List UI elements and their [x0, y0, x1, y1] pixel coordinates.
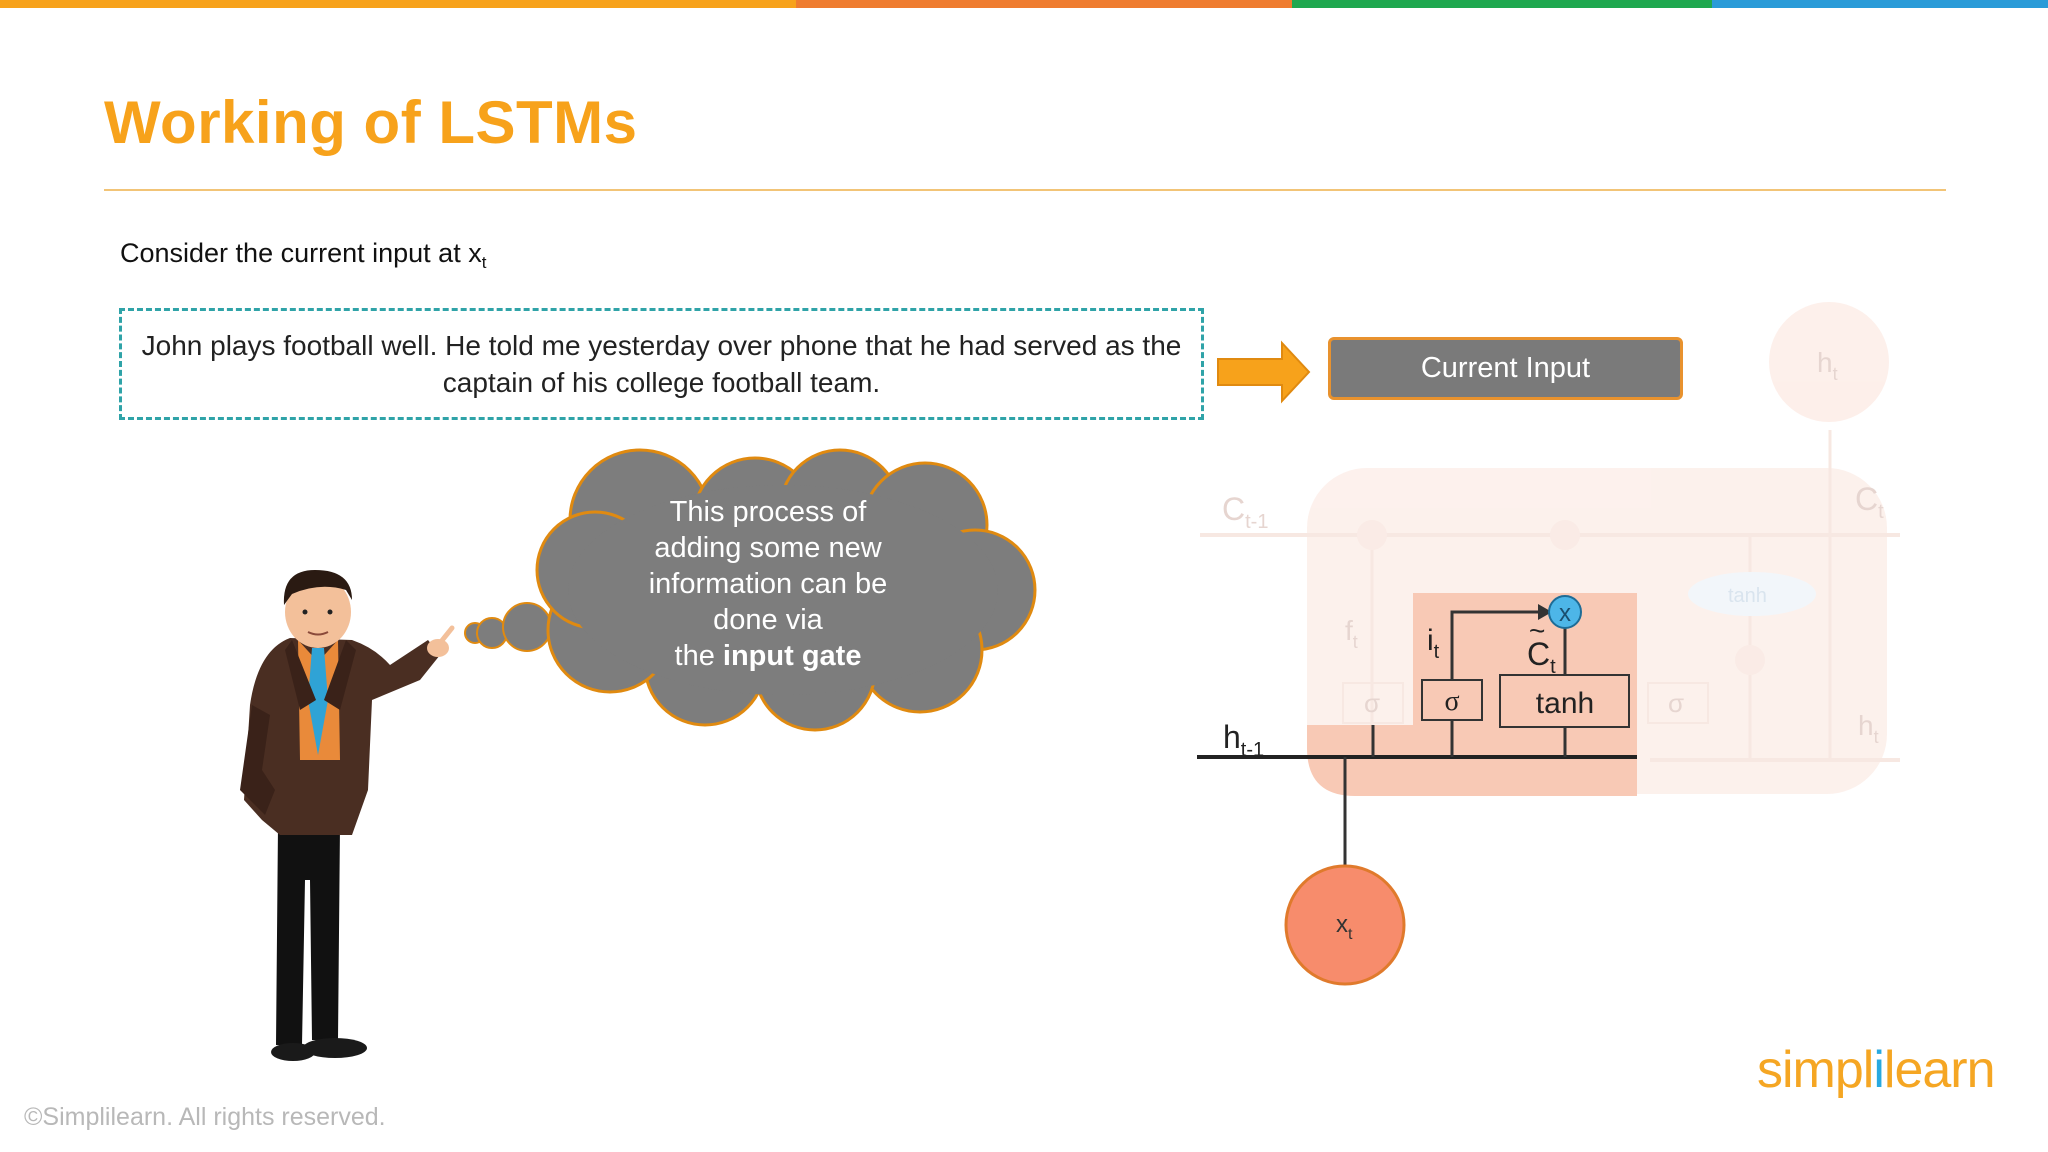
intro-text: Consider the current input at xt	[120, 238, 486, 273]
faded-sigma-right: σ	[1668, 688, 1684, 718]
top-bar-green	[1292, 0, 1712, 8]
svg-text:ft: ft	[1345, 615, 1358, 652]
xt-subscript: t	[1348, 926, 1353, 943]
top-color-bar	[0, 0, 2048, 8]
intro-label: Consider the current input at x	[120, 238, 482, 268]
faded-sigma-left: σ	[1364, 688, 1380, 718]
slide-title: Working of LSTMs	[104, 89, 638, 156]
faded-f-label: f	[1345, 615, 1353, 646]
c-tilde-label: Ct	[1527, 636, 1556, 678]
faded-h-top-sub: t	[1833, 364, 1838, 384]
logo-part-b: i	[1873, 1041, 1885, 1099]
current-input-box: Current Input	[1328, 337, 1683, 400]
thought-line-5-bold: input gate	[723, 640, 862, 672]
tanh-box: tanh	[1499, 674, 1630, 728]
example-sentence-box: John plays football well. He told me yes…	[119, 308, 1204, 420]
faded-c-prev-sub: t-1	[1245, 511, 1268, 533]
c-tilde-subscript: t	[1550, 656, 1556, 678]
sigma-label: σ	[1444, 686, 1459, 717]
logo-part-c: learn	[1883, 1041, 1996, 1099]
xt-input-node: xt	[1284, 864, 1406, 986]
thought-line-2: adding some new	[654, 532, 882, 564]
presenter-character	[240, 570, 455, 1061]
top-bar-orange	[0, 0, 796, 8]
xt-label: xt	[1336, 911, 1353, 943]
simplilearn-logo: simplilearn	[1757, 1040, 1996, 1100]
it-subscript: t	[1434, 641, 1440, 663]
thought-line-5-prefix: the	[675, 640, 723, 672]
faded-h-top-label: h	[1817, 347, 1833, 378]
svg-text:ht: ht	[1858, 710, 1879, 747]
svg-text:ht: ht	[1817, 347, 1838, 384]
faded-f-sub: t	[1353, 632, 1358, 652]
faded-lstm-labels: Ct-1 Ct ft ht ht σ σ tanh	[1222, 347, 1884, 747]
title-divider	[104, 189, 1946, 191]
faded-c-next-sub: t	[1878, 501, 1884, 523]
example-sentence: John plays football well. He told me yes…	[141, 330, 1182, 398]
arrow-right-icon	[1217, 340, 1311, 404]
multiply-label: x	[1559, 600, 1571, 627]
thought-line-5: the input gate	[675, 640, 862, 672]
faded-c-prev-label: C	[1222, 491, 1245, 527]
faded-h-out-label: h	[1858, 710, 1874, 741]
copyright-footer: ©Simplilearn. All rights reserved.	[24, 1103, 386, 1131]
thought-line-3: information can be	[649, 568, 888, 600]
logo-part-a: simpl	[1757, 1041, 1874, 1099]
thought-line-4: done via	[713, 604, 824, 636]
h-prev-subscript: t-1	[1241, 739, 1264, 761]
it-arrowhead	[1538, 604, 1552, 620]
thought-line-1: This process of	[670, 496, 868, 528]
it-label: it	[1427, 624, 1440, 663]
sigma-gate-box: σ	[1421, 679, 1483, 721]
it-path	[1450, 610, 1540, 680]
c-tilde-letter: C	[1527, 636, 1550, 672]
intro-subscript: t	[481, 253, 487, 272]
faded-c-next-label: C	[1855, 481, 1878, 517]
svg-text:Ct: Ct	[1855, 481, 1884, 523]
top-bar-blue	[1712, 0, 2048, 8]
c-tilde-mark: ~	[1529, 615, 1545, 646]
svg-text:Ct-1: Ct-1	[1222, 491, 1268, 533]
xt-letter: x	[1336, 911, 1348, 938]
faded-h-out-sub: t	[1874, 727, 1879, 747]
tanh-label: tanh	[1536, 687, 1594, 720]
h-prev-letter: h	[1223, 719, 1241, 755]
thought-cloud: This process of adding some new informat…	[464, 448, 1037, 732]
top-bar-red	[796, 0, 1292, 8]
multiply-icon: x	[1548, 595, 1582, 629]
it-letter: i	[1427, 624, 1434, 657]
faded-tanh: tanh	[1728, 585, 1767, 607]
current-input-label: Current Input	[1420, 352, 1591, 384]
h-prev-label: ht-1	[1223, 719, 1264, 761]
